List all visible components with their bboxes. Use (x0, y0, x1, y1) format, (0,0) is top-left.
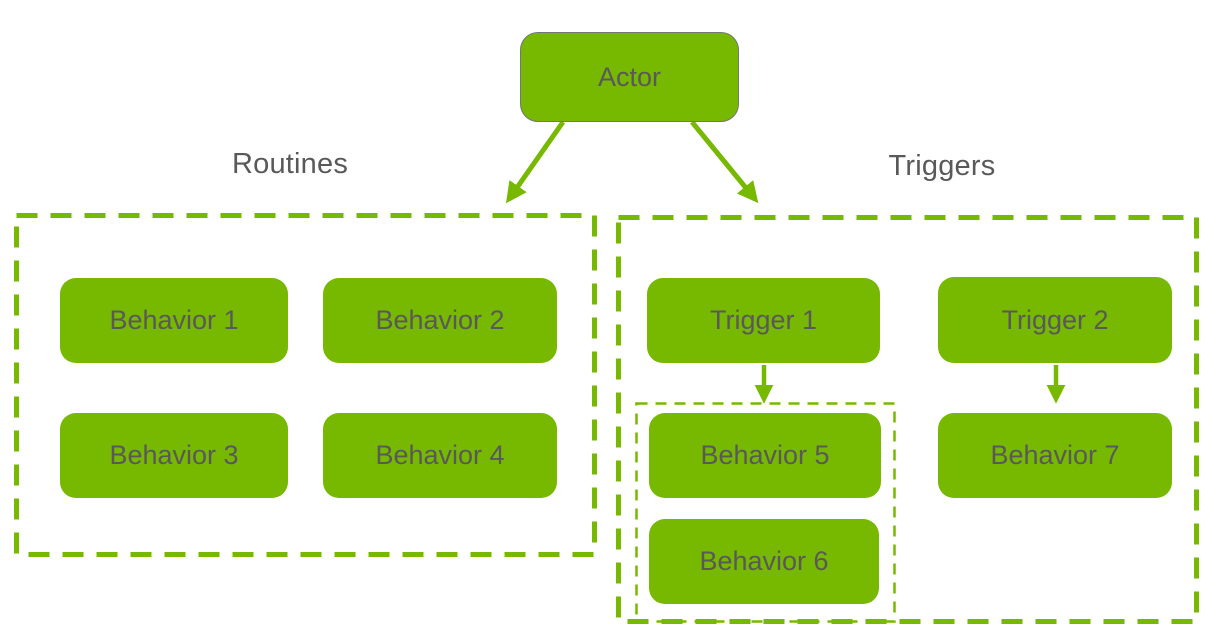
behavior-1-node: Behavior 1 (60, 278, 288, 363)
routines-group-title: Routines (231, 148, 349, 180)
trigger1-behaviors-dashed-box (635, 402, 896, 623)
triggers-group-dashed-box (616, 215, 1199, 624)
behavior-7-node: Behavior 7 (938, 413, 1172, 498)
routines-group-dashed-box (14, 213, 597, 557)
arrow-actor-to-routines (505, 120, 566, 204)
triggers-group-title: Triggers (888, 150, 996, 182)
behavior-3-node: Behavior 3 (60, 413, 288, 498)
behavior-2-node: Behavior 2 (323, 278, 557, 363)
trigger-1-node: Trigger 1 (647, 278, 880, 363)
arrow-actor-to-triggers (690, 120, 759, 204)
trigger-2-node: Trigger 2 (938, 277, 1172, 363)
behavior-4-node: Behavior 4 (323, 413, 557, 498)
behavior-5-node: Behavior 5 (649, 413, 881, 498)
behavior-6-node: Behavior 6 (649, 519, 879, 604)
actor-node: Actor (520, 32, 739, 122)
